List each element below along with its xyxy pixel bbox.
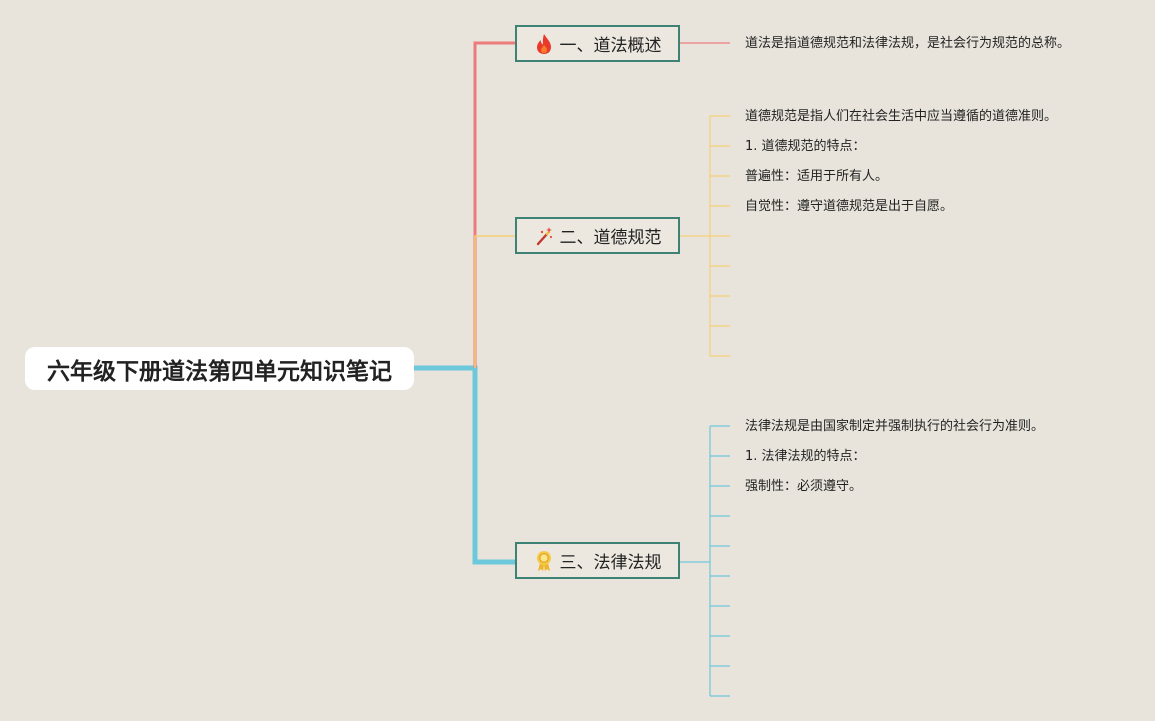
leaf-laws-2[interactable]: 强制性：必须遵守。 — [745, 479, 863, 494]
root-topic[interactable]: 六年级下册道法第四单元知识笔记 — [25, 347, 414, 390]
branch-moral-norms-label: 二、道德规范 — [559, 228, 662, 248]
leaf-moral-1[interactable]: 1. 道德规范的特点： — [745, 139, 866, 154]
medal-icon — [534, 550, 554, 572]
leaf-laws-0[interactable]: 法律法规是由国家制定并强制执行的社会行为准则。 — [745, 419, 1045, 434]
leaf-overview-0[interactable]: 道法是指道德规范和法律法规，是社会行为规范的总称。 — [745, 36, 1071, 51]
leaf-moral-2[interactable]: 普遍性：适用于所有人。 — [745, 169, 889, 184]
leaf-moral-3[interactable]: 自觉性：遵守道德规范是出于自愿。 — [745, 199, 954, 214]
connector-root-branch3 — [414, 365, 515, 565]
root-topic-label: 六年级下册道法第四单元知识笔记 — [47, 358, 392, 385]
branch-laws[interactable]: 三、法律法规 — [515, 542, 680, 579]
branch-overview[interactable]: 一、道法概述 — [515, 25, 680, 62]
fire-icon — [534, 33, 554, 55]
leaf-moral-0[interactable]: 道德规范是指人们在社会生活中应当遵循的道德准则。 — [745, 109, 1058, 124]
branch-moral-norms[interactable]: 二、道德规范 — [515, 217, 680, 254]
branch-overview-label: 一、道法概述 — [559, 36, 662, 56]
connector-root-branch1 — [473, 41, 515, 368]
connector-root-branch2 — [474, 235, 515, 368]
leaf-laws-1[interactable]: 1. 法律法规的特点： — [745, 449, 866, 464]
branch-laws-label: 三、法律法规 — [559, 553, 662, 573]
magic-wand-icon — [534, 225, 554, 247]
